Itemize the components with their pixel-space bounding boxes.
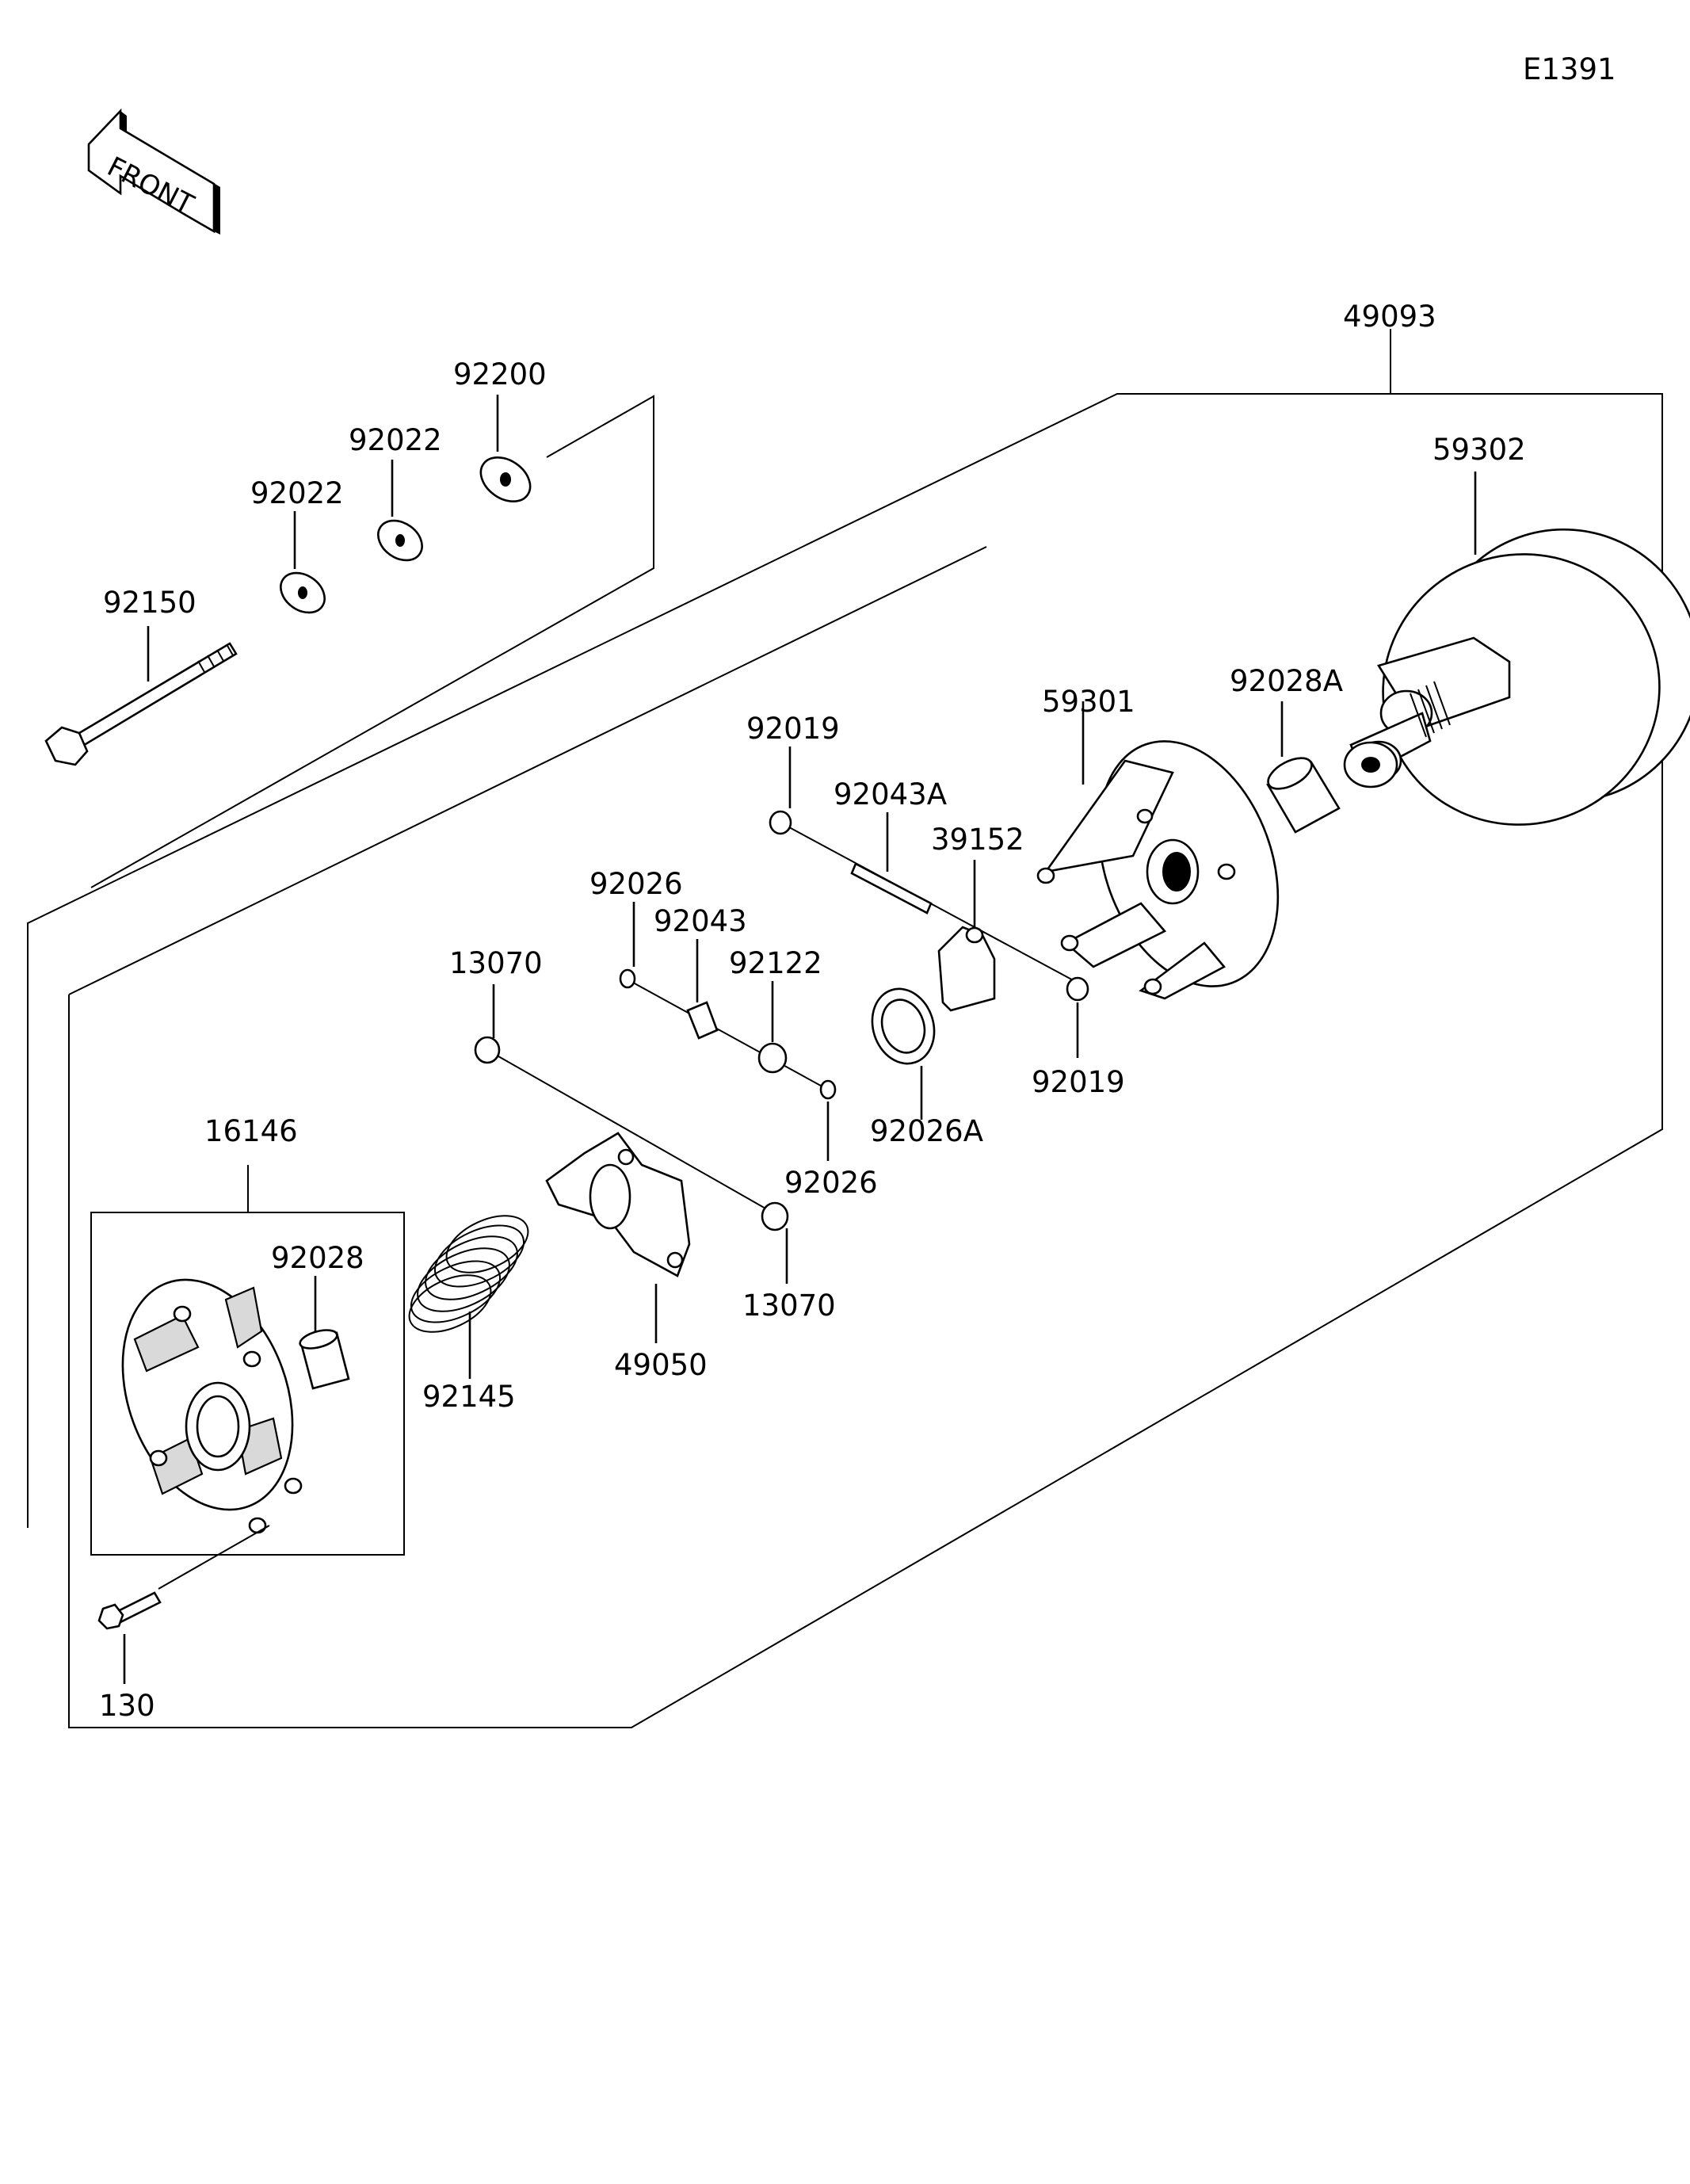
- cover-frame-16146: [90, 1165, 405, 1556]
- spring-92145: [408, 1215, 529, 1379]
- roller-13070-bottom: [761, 1201, 789, 1284]
- collar-92122: [757, 1042, 788, 1074]
- diagram-id: E1391: [1523, 52, 1616, 86]
- label-92043A: 92043A: [834, 777, 947, 811]
- bolt-92150: [44, 626, 238, 766]
- pin-92043: [686, 1001, 719, 1040]
- label-16146: 16146: [204, 1114, 298, 1148]
- bolt-130: [97, 1525, 270, 1684]
- label-13070-top: 13070: [449, 946, 543, 980]
- assembly-frame-49093: [27, 329, 1663, 1728]
- washer-92026-top: [619, 968, 636, 989]
- front-arrow-icon: FRONT: [87, 108, 220, 235]
- bushing-92028A: [1266, 701, 1341, 834]
- label-59302: 59302: [1432, 433, 1526, 467]
- spider-49050: [545, 1132, 691, 1343]
- label-92026A: 92026A: [870, 1114, 983, 1148]
- label-92200: 92200: [453, 357, 547, 391]
- label-92028A: 92028A: [1230, 664, 1343, 698]
- label-49050: 49050: [614, 1348, 708, 1382]
- washer-92200: [479, 395, 532, 502]
- label-92122: 92122: [729, 946, 822, 980]
- label-92150: 92150: [103, 586, 196, 620]
- bolt-washer-frame: [90, 395, 654, 888]
- label-92019-top: 92019: [746, 712, 840, 746]
- washer-92022-a: [280, 511, 326, 614]
- movable-sheave-59301: [1036, 701, 1280, 1000]
- nut-92019-bottom: [1066, 976, 1089, 1058]
- label-92022-upper: 92022: [349, 423, 442, 457]
- label-59301: 59301: [1042, 685, 1135, 719]
- washer-92026-bottom: [819, 1079, 837, 1100]
- label-92028: 92028: [271, 1241, 364, 1275]
- label-92022-lower: 92022: [250, 476, 344, 510]
- nut-92019-top: [769, 746, 792, 835]
- cover-16146: [121, 1278, 303, 1534]
- label-92026-top: 92026: [589, 867, 683, 901]
- washer-92022-b: [377, 460, 423, 562]
- pin-92043A: [780, 812, 1078, 983]
- label-92043: 92043: [654, 904, 747, 938]
- label-92026-bottom: 92026: [784, 1166, 878, 1200]
- seal-ring-92026A: [871, 987, 936, 1120]
- label-92145: 92145: [422, 1380, 516, 1414]
- label-39152: 39152: [931, 823, 1024, 857]
- label-13070-bottom: 13070: [742, 1289, 836, 1323]
- roller-13070-top: [474, 984, 773, 1213]
- label-92019-bottom: 92019: [1032, 1065, 1125, 1099]
- label-49093: 49093: [1343, 300, 1436, 334]
- label-130: 130: [99, 1689, 155, 1723]
- collar-pin-assembly: [619, 902, 837, 1161]
- weight-39152: [937, 860, 996, 1012]
- bushing-92028: [299, 1276, 350, 1390]
- sheave-59302: [1343, 472, 1690, 826]
